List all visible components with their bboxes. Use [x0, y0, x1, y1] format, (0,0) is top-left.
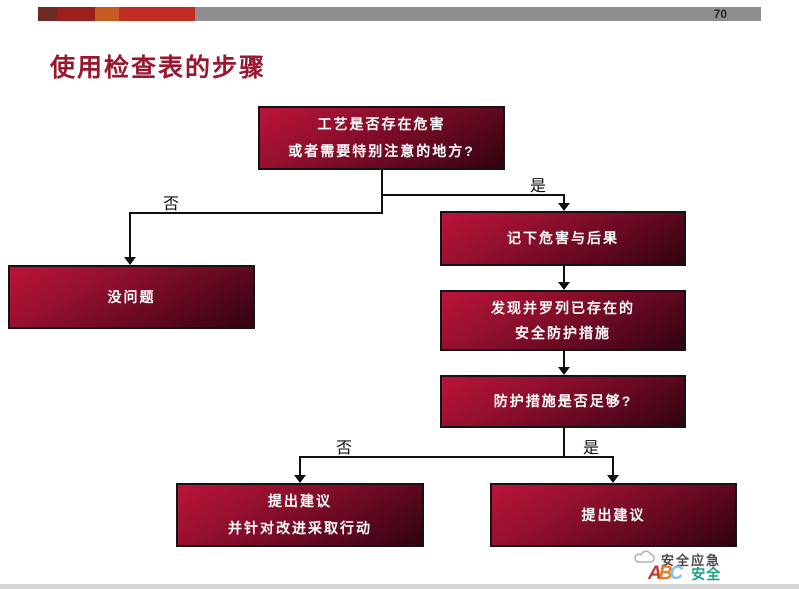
connector-line	[563, 428, 565, 458]
slide-bottom-edge	[0, 584, 799, 589]
arrowhead-down-icon	[607, 475, 619, 483]
flow-node-text: 防护措施是否足够?	[493, 393, 633, 409]
arrowhead-down-icon	[558, 203, 570, 211]
flow-node-text: 提出建议	[268, 493, 332, 509]
branch-label-no: 否	[336, 440, 353, 457]
arrowhead-down-icon	[124, 257, 136, 265]
connector-line	[563, 194, 565, 204]
flow-node-suggest-and-act: 提出建议 并针对改进采取行动	[176, 483, 424, 547]
arrowhead-down-icon	[558, 282, 570, 290]
topbar-segment-red	[57, 7, 95, 21]
flow-node-text: 发现并罗列已存在的	[491, 299, 635, 316]
flow-node-text: 工艺是否存在危害	[317, 116, 446, 132]
page-number: 70	[713, 7, 727, 21]
flow-node-text: 并针对改进采取行动	[228, 520, 372, 536]
logo-letter-b: B	[658, 563, 673, 584]
flow-node-find-measures: 发现并罗列已存在的 安全防护措施	[440, 290, 686, 351]
slide-title: 使用检查表的步骤	[50, 55, 267, 82]
logo-letter-a: A	[648, 563, 662, 584]
topbar-segment-bright-red	[119, 7, 195, 21]
flow-node-text: 记下危害与后果	[507, 230, 619, 246]
topbar-segment-orange	[95, 7, 119, 21]
flow-node-text: 或者需要特别注意的地方?	[288, 143, 475, 159]
connector-line	[381, 170, 383, 214]
connector-line	[300, 456, 614, 458]
branch-label-yes: 是	[583, 440, 600, 457]
branch-label-yes: 是	[530, 178, 547, 195]
cloud-icon	[634, 549, 658, 570]
branch-label-no: 否	[163, 196, 180, 213]
flow-node-text: 安全防护措施	[515, 324, 611, 341]
connector-line	[563, 351, 565, 368]
topbar-gray-bar: 70	[195, 7, 761, 21]
safety-emergency-logo: 安全应急 A B C 安全	[634, 549, 792, 585]
flow-node-text: 提出建议	[581, 506, 646, 523]
connector-line	[130, 212, 383, 214]
logo-top-row: 安全应急	[634, 549, 792, 570]
flow-node-text: 没问题	[107, 288, 156, 305]
connector-line	[129, 212, 131, 258]
connector-line	[299, 456, 301, 476]
logo-word-text: 安全	[691, 566, 722, 582]
flow-node-suggest: 提出建议	[490, 483, 737, 547]
flow-node-record-hazard: 记下危害与后果	[440, 211, 686, 266]
topbar-segment-dark-red	[38, 7, 57, 21]
flow-node-no-problem: 没问题	[8, 265, 255, 329]
connector-line	[381, 194, 565, 196]
flow-node-question-enough: 防护措施是否足够?	[440, 375, 686, 428]
connector-line	[612, 456, 614, 476]
arrowhead-down-icon	[294, 475, 306, 483]
logo-name-text: 安全应急	[661, 553, 722, 568]
arrowhead-down-icon	[558, 367, 570, 375]
flow-node-question-hazard: 工艺是否存在危害 或者需要特别注意的地方?	[258, 106, 505, 170]
connector-line	[563, 266, 565, 283]
logo-letter-c: C	[669, 563, 684, 584]
logo-bottom-row: A B C 安全	[648, 564, 792, 584]
